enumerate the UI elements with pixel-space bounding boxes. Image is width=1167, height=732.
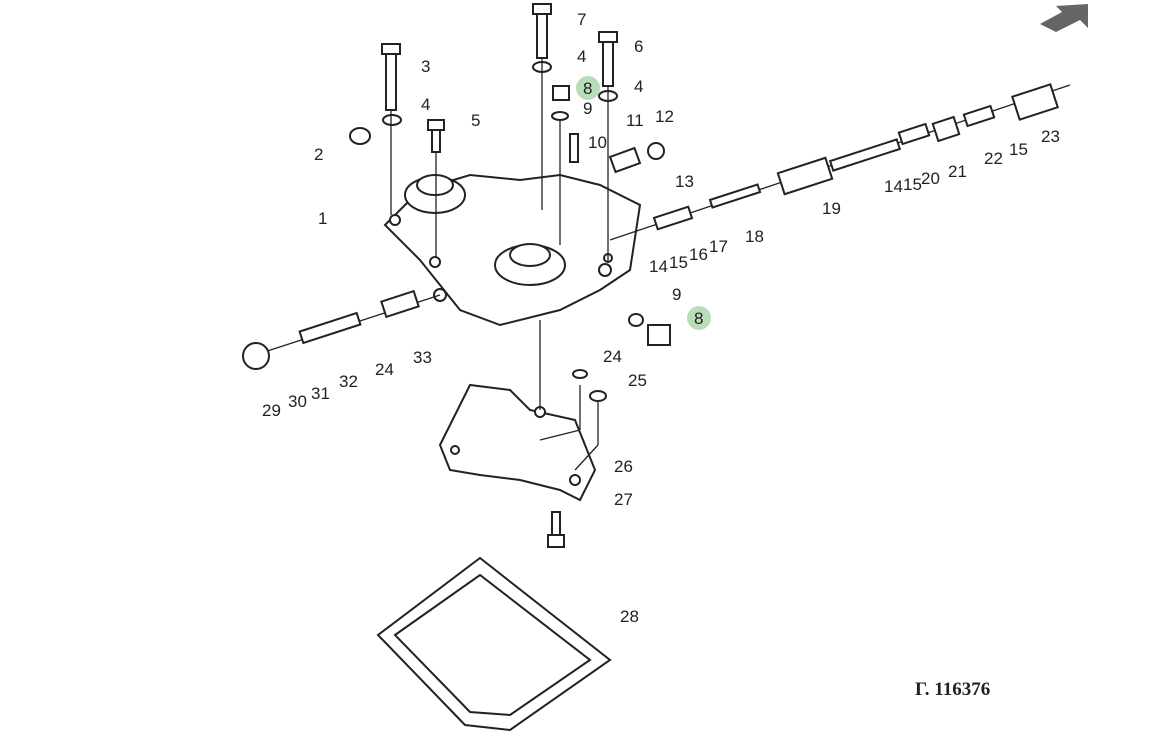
callout-number: 24 [603,347,622,366]
callout-9: 9 [672,285,681,304]
callout-15: 15 [903,175,922,194]
bolts [349,3,665,548]
callout-number: 6 [634,37,643,56]
callout-15: 15 [1009,140,1028,159]
callout-number: 14 [649,257,668,276]
callout-number: 13 [675,172,694,191]
callout-31: 31 [311,384,330,403]
callout-17: 17 [709,237,728,256]
callout-4: 4 [421,95,430,114]
callout-21: 21 [948,162,967,181]
callout-number: 4 [421,95,430,114]
callout-11: 11 [626,111,644,130]
callout-4: 4 [577,47,586,66]
callout-24: 24 [375,360,394,379]
callout-number: 16 [689,245,708,264]
callout-number: 7 [577,10,586,29]
callout-number: 12 [655,107,674,126]
callout-number: 19 [822,199,841,218]
callout-10: 10 [588,133,607,152]
callout-3: 3 [421,57,430,76]
callout-number: 18 [745,227,764,246]
callout-19: 19 [822,199,841,218]
callout-20: 20 [921,169,940,188]
callout-27: 27 [614,490,633,509]
callout-33: 33 [413,348,432,367]
callout-number: 28 [620,607,639,626]
callout-14: 14 [884,177,903,196]
callout-2: 2 [314,145,323,164]
callout-number: 15 [669,253,688,272]
callout-number: 24 [375,360,394,379]
callout-14: 14 [649,257,668,276]
callout-18: 18 [745,227,764,246]
valve-housing [383,173,642,327]
callout-26: 26 [614,457,633,476]
callout-9: 9 [583,99,592,118]
reference-number: Γ. 116376 [915,679,990,700]
callout-5: 5 [471,111,480,130]
callout-8[interactable]: 8 [576,76,600,100]
callout-number: 10 [588,133,607,152]
callout-number: 17 [709,237,728,256]
callout-23: 23 [1041,127,1060,146]
callout-number: 30 [288,392,307,411]
highlight-marker [576,76,600,100]
callout-number: 23 [1041,127,1060,146]
callout-13: 13 [675,172,694,191]
callout-number: 2 [314,145,323,164]
callout-12: 12 [655,107,674,126]
callout-number: 29 [262,401,281,420]
callout-number: 11 [626,111,644,130]
callout-7: 7 [577,10,586,29]
callout-number: 5 [471,111,480,130]
spool-assembly-right [609,83,1071,241]
callout-number: 33 [413,348,432,367]
callout-number: 4 [634,77,643,96]
callout-25: 25 [628,371,647,390]
callout-number: 15 [903,175,922,194]
valve-plate [438,383,597,502]
arrow-up-right-icon[interactable] [1040,4,1088,32]
callout-32: 32 [339,372,358,391]
callout-number: 4 [577,47,586,66]
callout-number: 22 [984,149,1003,168]
callout-number: 21 [948,162,967,181]
callout-number: 9 [672,285,681,304]
callout-number: 3 [421,57,430,76]
callout-number: 1 [318,209,327,228]
callout-24: 24 [603,347,622,366]
callout-4: 4 [634,77,643,96]
callout-29: 29 [262,401,281,420]
callout-number: 26 [614,457,633,476]
callout-number: 32 [339,372,358,391]
callout-6: 6 [634,37,643,56]
highlight-marker [687,306,711,330]
callout-number: 27 [614,490,633,509]
callout-number: 31 [311,384,330,403]
callout-16: 16 [689,245,708,264]
callout-30: 30 [288,392,307,411]
callout-8[interactable]: 8 [687,306,711,330]
callout-number: 8 [694,309,703,328]
callout-number: 8 [583,79,592,98]
callout-number: 9 [583,99,592,118]
callout-number: 20 [921,169,940,188]
gasket [376,556,612,732]
spool-assembly-left [242,289,671,402]
callout-number: 14 [884,177,903,196]
callout-1: 1 [318,209,327,228]
callout-15: 15 [669,253,688,272]
callout-22: 22 [984,149,1003,168]
callout-number: 15 [1009,140,1028,159]
callout-28: 28 [620,607,639,626]
callout-number: 25 [628,371,647,390]
